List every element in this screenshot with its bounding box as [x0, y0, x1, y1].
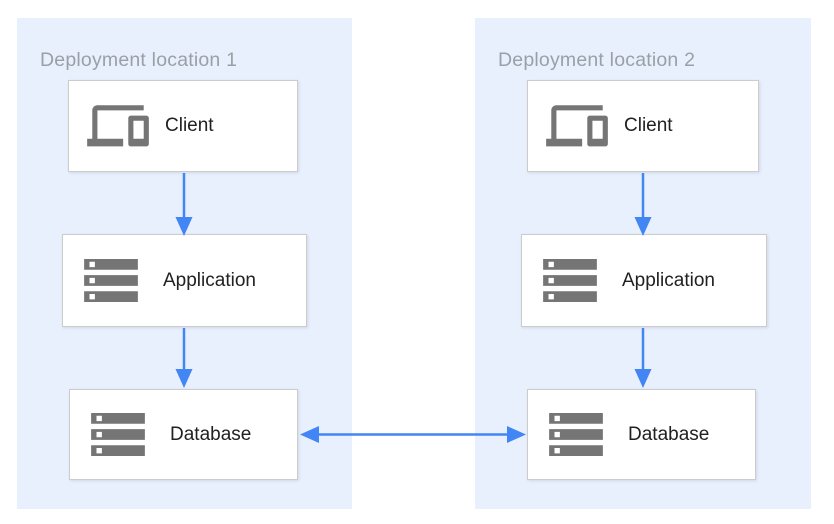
node-application-1: Application [62, 234, 307, 327]
devices-icon [546, 104, 608, 146]
storage-icon [84, 259, 138, 302]
zone-2-title: Deployment location 2 [498, 49, 696, 71]
node-database-2: Database [527, 389, 756, 480]
deployment-zone-1: Deployment location 1 Client Application… [17, 18, 352, 509]
node-label: Application [163, 269, 256, 291]
node-label: Database [170, 423, 252, 445]
node-application-2: Application [521, 234, 767, 327]
storage-icon [91, 413, 145, 456]
node-label: Database [628, 423, 710, 445]
deployment-zone-2: Deployment location 2 Client Application… [475, 18, 811, 509]
node-label: Client [165, 115, 214, 136]
node-database-1: Database [69, 389, 298, 480]
node-label: Client [624, 115, 673, 136]
node-client-1: Client [68, 80, 298, 172]
storage-icon [549, 413, 603, 456]
zone-1-title: Deployment location 1 [40, 49, 238, 71]
node-client-2: Client [527, 80, 759, 172]
storage-icon [543, 259, 597, 302]
devices-icon [87, 104, 149, 146]
node-label: Application [622, 269, 715, 291]
